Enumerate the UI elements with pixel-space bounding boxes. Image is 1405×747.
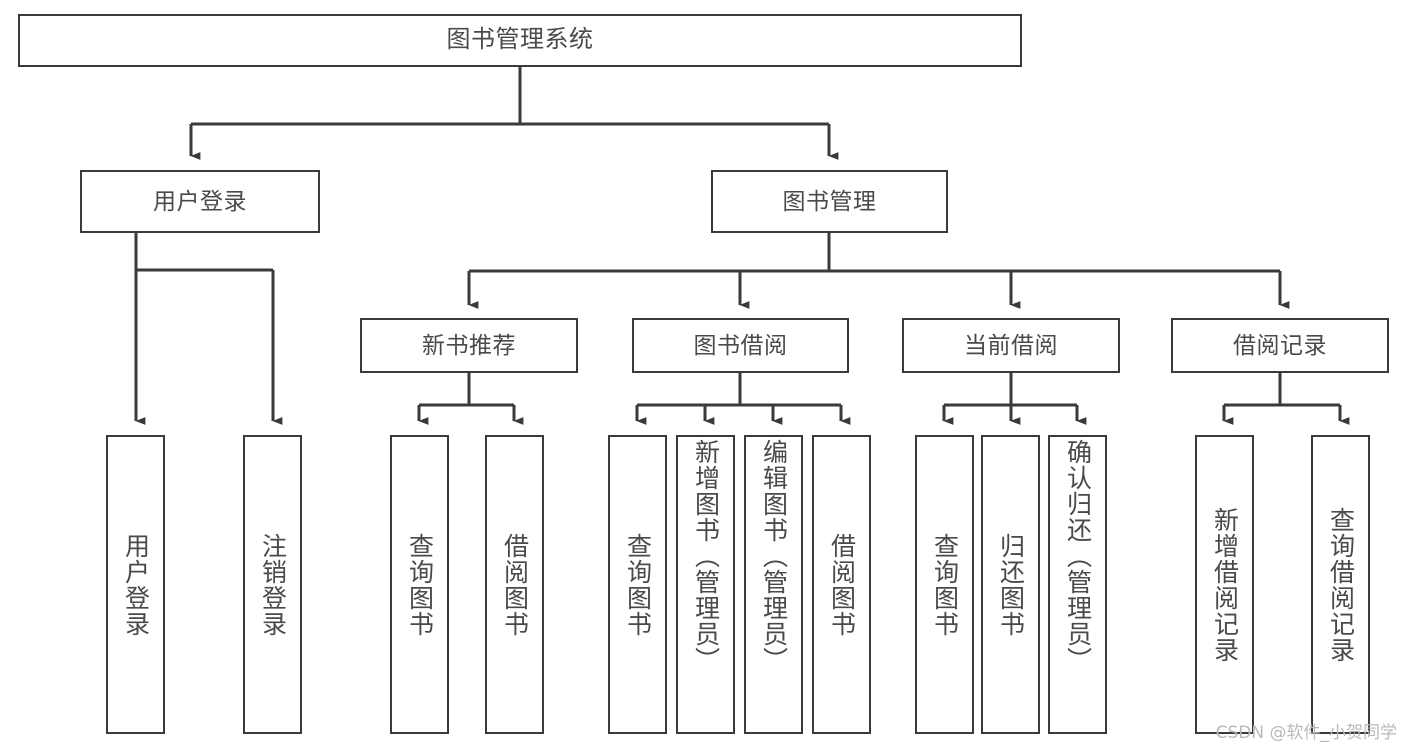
leaf-query-book-recommend[interactable]: 查询图书 bbox=[390, 435, 449, 734]
leaf-user-login[interactable]: 用户登录 bbox=[106, 435, 165, 734]
node-label: 当前借阅 bbox=[964, 331, 1058, 358]
node-label: 归还图书 bbox=[996, 532, 1025, 637]
leaf-return-book[interactable]: 归还图书 bbox=[981, 435, 1040, 734]
leaf-add-book-admin[interactable]: 新增图书（管理员） bbox=[676, 435, 735, 734]
node-label: 借阅记录 bbox=[1233, 331, 1327, 358]
leaf-query-book-current[interactable]: 查询图书 bbox=[915, 435, 974, 734]
node-label: 借阅图书 bbox=[827, 532, 856, 637]
node-label: 查询图书 bbox=[405, 532, 434, 637]
leaf-borrow-book[interactable]: 借阅图书 bbox=[812, 435, 871, 734]
leaf-borrow-book-recommend[interactable]: 借阅图书 bbox=[485, 435, 544, 734]
node-label: 图书借阅 bbox=[693, 331, 788, 358]
node-label: 确认归还（管理员） bbox=[1063, 439, 1092, 673]
leaf-query-borrow-record[interactable]: 查询借阅记录 bbox=[1311, 435, 1370, 734]
node-label: 图书管理 bbox=[782, 187, 877, 214]
node-label: 借阅图书 bbox=[500, 532, 529, 637]
node-new-book-recommend[interactable]: 新书推荐 bbox=[360, 318, 578, 373]
node-label: 图书管理系统 bbox=[446, 26, 594, 54]
node-label: 用户登录 bbox=[153, 187, 247, 214]
node-label: 新书推荐 bbox=[422, 331, 516, 358]
node-label: 查询借阅记录 bbox=[1326, 506, 1355, 663]
node-book-manage[interactable]: 图书管理 bbox=[711, 170, 948, 233]
watermark-csdn: CSDN @软件_小贺同学 bbox=[1215, 723, 1397, 743]
node-label: 用户登录 bbox=[121, 532, 150, 637]
node-label: 查询图书 bbox=[623, 532, 652, 637]
leaf-query-book-borrow[interactable]: 查询图书 bbox=[608, 435, 667, 734]
node-label: 查询图书 bbox=[930, 532, 959, 637]
node-current-borrow[interactable]: 当前借阅 bbox=[902, 318, 1120, 373]
node-label: 新增图书（管理员） bbox=[691, 439, 720, 673]
node-borrow-record[interactable]: 借阅记录 bbox=[1171, 318, 1389, 373]
node-label: 注销登录 bbox=[258, 532, 287, 637]
node-book-borrow[interactable]: 图书借阅 bbox=[632, 318, 849, 373]
leaf-add-borrow-record[interactable]: 新增借阅记录 bbox=[1195, 435, 1254, 734]
leaf-user-logout[interactable]: 注销登录 bbox=[243, 435, 302, 734]
node-label: 编辑图书（管理员） bbox=[759, 439, 788, 673]
leaf-confirm-return-admin[interactable]: 确认归还（管理员） bbox=[1048, 435, 1107, 734]
node-root-book-management-system[interactable]: 图书管理系统 bbox=[18, 14, 1022, 67]
leaf-edit-book-admin[interactable]: 编辑图书（管理员） bbox=[744, 435, 803, 734]
node-label: 新增借阅记录 bbox=[1210, 506, 1239, 663]
node-user-login[interactable]: 用户登录 bbox=[80, 170, 320, 233]
